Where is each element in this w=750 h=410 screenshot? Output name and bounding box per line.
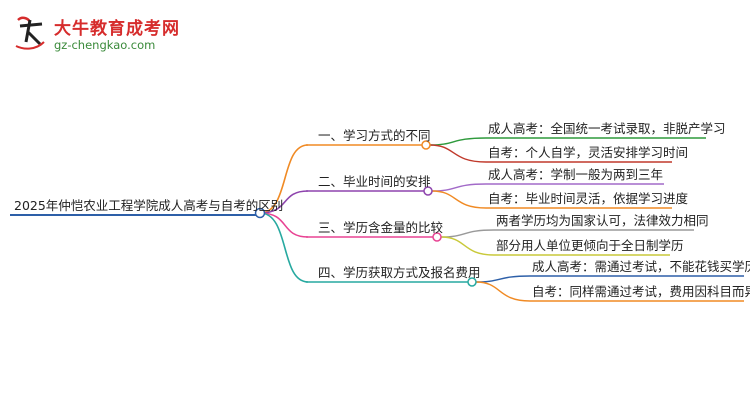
branch-connector xyxy=(259,212,309,238)
branch-node xyxy=(467,277,477,287)
child-connector xyxy=(440,236,495,256)
child-connector xyxy=(440,229,495,238)
child-topic: 两者学历均为国家认可，法律效力相同 xyxy=(496,213,709,228)
child-topic: 自考：同样需通过考试，费用因科目而异 xyxy=(532,284,750,299)
child-topic: 自考：个人自学，灵活安排学习时间 xyxy=(488,145,689,160)
child-connector xyxy=(431,183,487,192)
branch-node xyxy=(432,232,442,242)
branch-topic: 二、毕业时间的安排 xyxy=(318,174,431,189)
child-topic: 成人高考：全国统一考试录取，非脱产学习 xyxy=(488,121,726,136)
child-connector xyxy=(475,281,531,302)
logo-mark-icon xyxy=(15,16,45,50)
site-logo[interactable]: 大牛教育成考网 gz-chengkao.com xyxy=(12,12,179,56)
logo-title: 大牛教育成考网 xyxy=(54,19,180,39)
child-topic: 成人高考：学制一般为两到三年 xyxy=(488,167,664,182)
child-topic: 成人高考：需通过考试，不能花钱买学历 xyxy=(532,259,750,274)
child-connector xyxy=(431,190,487,209)
branch-connector xyxy=(259,144,309,214)
child-connector xyxy=(429,137,487,146)
logo-url: gz-chengkao.com xyxy=(54,38,156,52)
branch-connector xyxy=(259,190,309,214)
root-topic: 2025年仲恺农业工程学院成人高考与自考的区别 xyxy=(14,198,284,213)
child-connector xyxy=(429,144,487,163)
child-connector xyxy=(475,275,531,283)
branch-connector xyxy=(259,212,309,283)
branch-node xyxy=(423,186,433,196)
root-node xyxy=(254,207,266,219)
branch-topic: 三、学历含金量的比较 xyxy=(318,220,444,235)
branch-topic: 一、学习方式的不同 xyxy=(318,128,431,143)
child-topic: 自考：毕业时间灵活，依据学习进度 xyxy=(488,191,689,206)
child-topic: 部分用人单位更倾向于全日制学历 xyxy=(496,238,684,253)
branch-topic: 四、学历获取方式及报名费用 xyxy=(318,265,481,280)
branch-node xyxy=(421,140,431,150)
